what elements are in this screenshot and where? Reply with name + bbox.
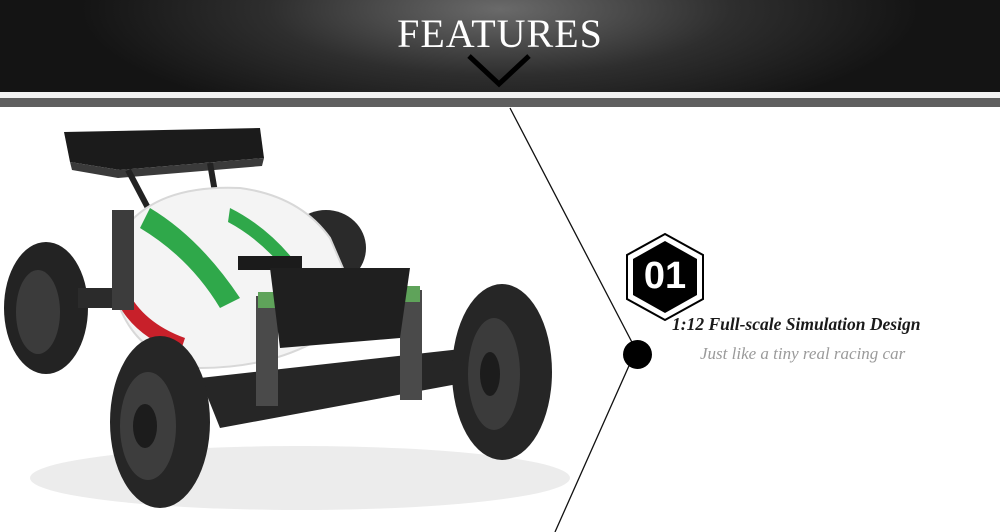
header-band xyxy=(0,92,1000,98)
header-rule xyxy=(0,98,1000,107)
section-title: FEATURES xyxy=(397,11,603,56)
feature-subtitle: Just like a tiny real racing car xyxy=(700,344,906,363)
rc-buggy-image xyxy=(4,128,570,510)
features-header: FEATURES xyxy=(0,0,1000,92)
hexagon-icon xyxy=(626,232,704,322)
chevron-down-icon xyxy=(467,54,531,88)
feature-number: 01 xyxy=(643,255,687,297)
feature-title: 1:12 Full-scale Simulation Design xyxy=(672,314,921,334)
dot-icon xyxy=(623,340,652,369)
